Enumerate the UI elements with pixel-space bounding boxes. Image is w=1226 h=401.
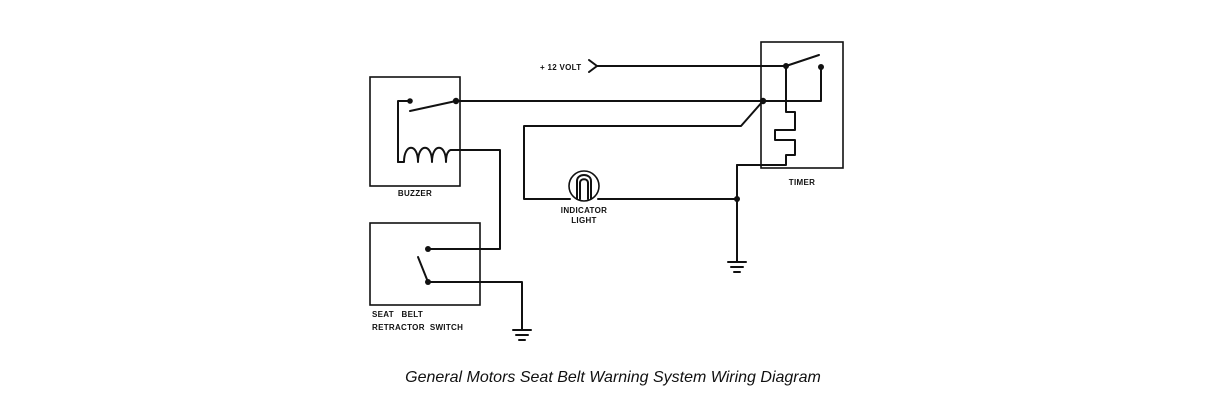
buzzer: BUZZER	[369, 76, 461, 198]
timer-contact-wire	[762, 66, 822, 102]
power-connector	[588, 59, 598, 73]
coil-to-switch-wire	[427, 149, 501, 250]
indicator-lamp-icon	[568, 170, 600, 202]
switch-label-line2: RETRACTOR SWITCH	[372, 323, 463, 332]
timer-to-light-wire	[523, 100, 764, 200]
indicator-label-line2: LIGHT	[571, 216, 597, 225]
buzzer-coil	[397, 146, 452, 163]
timer-element	[736, 65, 796, 166]
switch-box	[369, 222, 481, 306]
power-label: + 12 VOLT	[540, 63, 581, 72]
ground-icon	[512, 329, 532, 341]
timer: TIMER	[736, 41, 844, 187]
ground-junction-dot	[734, 196, 740, 202]
seat-belt-retractor-switch: SEAT BELT RETRACTOR SWITCH	[369, 222, 481, 332]
ground-icon	[727, 261, 747, 273]
buzzer-label: BUZZER	[398, 189, 432, 198]
power-input: + 12 VOLT	[540, 59, 787, 73]
buzzer-box	[369, 76, 461, 187]
switch-blade	[417, 256, 429, 283]
indicator-light: INDICATOR LIGHT	[561, 170, 607, 225]
indicator-label-line1: INDICATOR	[561, 206, 607, 215]
switch-label-line1: SEAT BELT	[372, 310, 423, 319]
switch-to-ground-wire	[427, 281, 523, 331]
timer-label: TIMER	[789, 178, 815, 187]
lamp-filament	[576, 174, 592, 200]
buzzer-contact-wire	[397, 100, 409, 163]
diagram-caption: General Motors Seat Belt Warning System …	[405, 369, 821, 386]
timer-switch-arm	[785, 54, 820, 67]
timer-box	[760, 41, 844, 169]
buzzer-switch-arm	[409, 100, 457, 112]
buzzer-contact-dot	[407, 98, 413, 104]
